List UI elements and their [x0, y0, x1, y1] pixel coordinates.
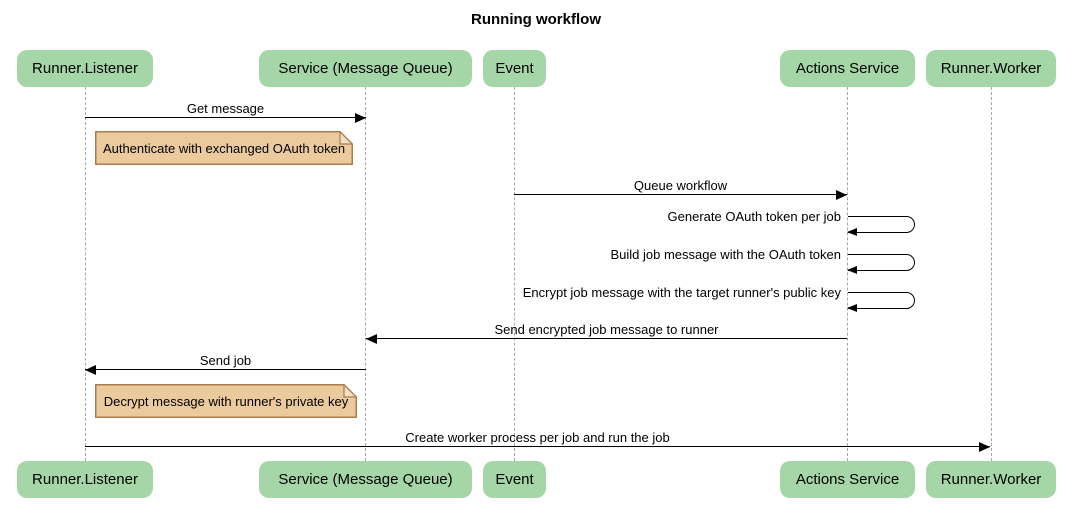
- actor-top-service-message-queue: Service (Message Queue): [259, 50, 472, 87]
- actor-bottom-event: Event: [483, 461, 546, 498]
- msg-send-encrypted-label: Send encrypted job message to runner: [494, 322, 719, 337]
- msg-send-job-arrowhead: [85, 365, 96, 375]
- actor-top-runner-worker: Runner.Worker: [926, 50, 1056, 87]
- lifeline-event: [514, 87, 515, 461]
- msg-queue-workflow-line: [514, 194, 847, 195]
- msg-queue-workflow-arrowhead: [836, 190, 847, 200]
- msg-generate-oauth-label: Generate OAuth token per job: [667, 209, 841, 224]
- actor-top-actions-service: Actions Service: [780, 50, 915, 87]
- diagram-title: Running workflow: [471, 11, 601, 28]
- msg-queue-workflow-label: Queue workflow: [633, 178, 728, 193]
- msg-send-encrypted-arrowhead: [366, 334, 377, 344]
- msg-encrypt-job-message-label: Encrypt job message with the target runn…: [522, 285, 841, 300]
- note-authenticate: Authenticate with exchanged OAuth token: [95, 131, 353, 165]
- note-decrypt-text: Decrypt message with runner's private ke…: [103, 393, 349, 409]
- msg-send-job-line: [85, 369, 366, 370]
- msg-send-encrypted-line: [366, 338, 847, 339]
- msg-build-job-message-loop: [848, 254, 915, 271]
- note-shape: [95, 384, 357, 418]
- msg-get-message-arrowhead: [355, 113, 366, 123]
- lifeline-runner-worker: [990, 87, 992, 461]
- actor-top-runner-listener: Runner.Listener: [17, 50, 153, 87]
- lifeline-runner-listener: [84, 87, 86, 461]
- lifeline-service-message-queue: [365, 87, 366, 461]
- msg-build-job-message-label: Build job message with the OAuth token: [610, 247, 841, 262]
- msg-create-worker-arrowhead: [979, 442, 990, 452]
- msg-get-message-label: Get message: [186, 101, 265, 116]
- msg-encrypt-job-message-arrowhead: [847, 304, 857, 312]
- actor-top-event: Event: [483, 50, 546, 87]
- msg-build-job-message-arrowhead: [847, 266, 857, 274]
- actor-bottom-runner-listener: Runner.Listener: [17, 461, 153, 498]
- note-authenticate-text: Authenticate with exchanged OAuth token: [102, 140, 346, 156]
- msg-send-job-label: Send job: [199, 353, 252, 368]
- msg-create-worker-line: [85, 446, 990, 447]
- actor-bottom-service-message-queue: Service (Message Queue): [259, 461, 472, 498]
- actor-bottom-actions-service: Actions Service: [780, 461, 915, 498]
- msg-get-message-line: [85, 117, 366, 118]
- msg-generate-oauth-loop: [848, 216, 915, 233]
- note-decrypt: Decrypt message with runner's private ke…: [95, 384, 357, 418]
- msg-encrypt-job-message-loop: [848, 292, 915, 309]
- actor-bottom-runner-worker: Runner.Worker: [926, 461, 1056, 498]
- lifeline-actions-service: [847, 87, 848, 461]
- msg-generate-oauth-arrowhead: [847, 228, 857, 236]
- note-shape: [95, 131, 353, 165]
- msg-create-worker-label: Create worker process per job and run th…: [405, 430, 670, 445]
